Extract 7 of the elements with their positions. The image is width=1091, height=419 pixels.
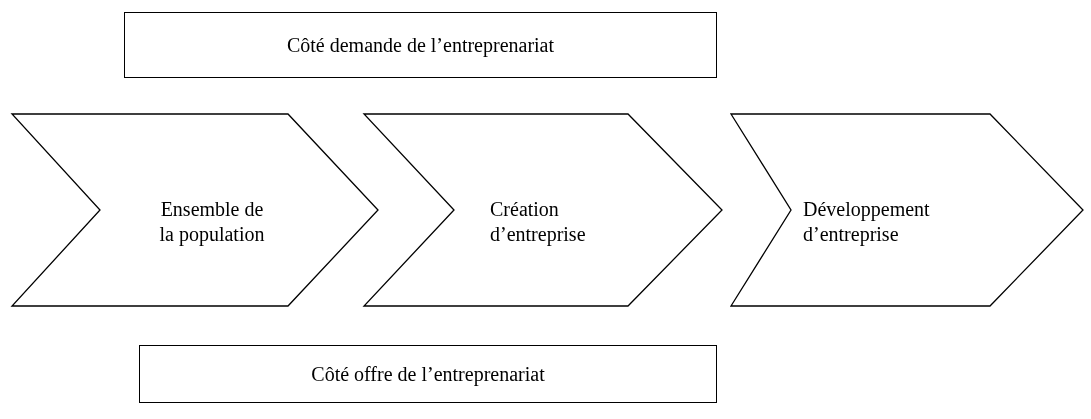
text-box (139, 345, 717, 403)
chevron-label: Création d’entreprise (490, 197, 587, 247)
box-label: Côté demande de l’entreprenariat (286, 33, 555, 57)
box-label: Côté offre de l’entreprenariat (311, 362, 545, 386)
chevron-label: Développement d’entreprise (803, 197, 931, 247)
text-box (124, 12, 717, 78)
chevron-label: Ensemble de la population (158, 197, 266, 247)
